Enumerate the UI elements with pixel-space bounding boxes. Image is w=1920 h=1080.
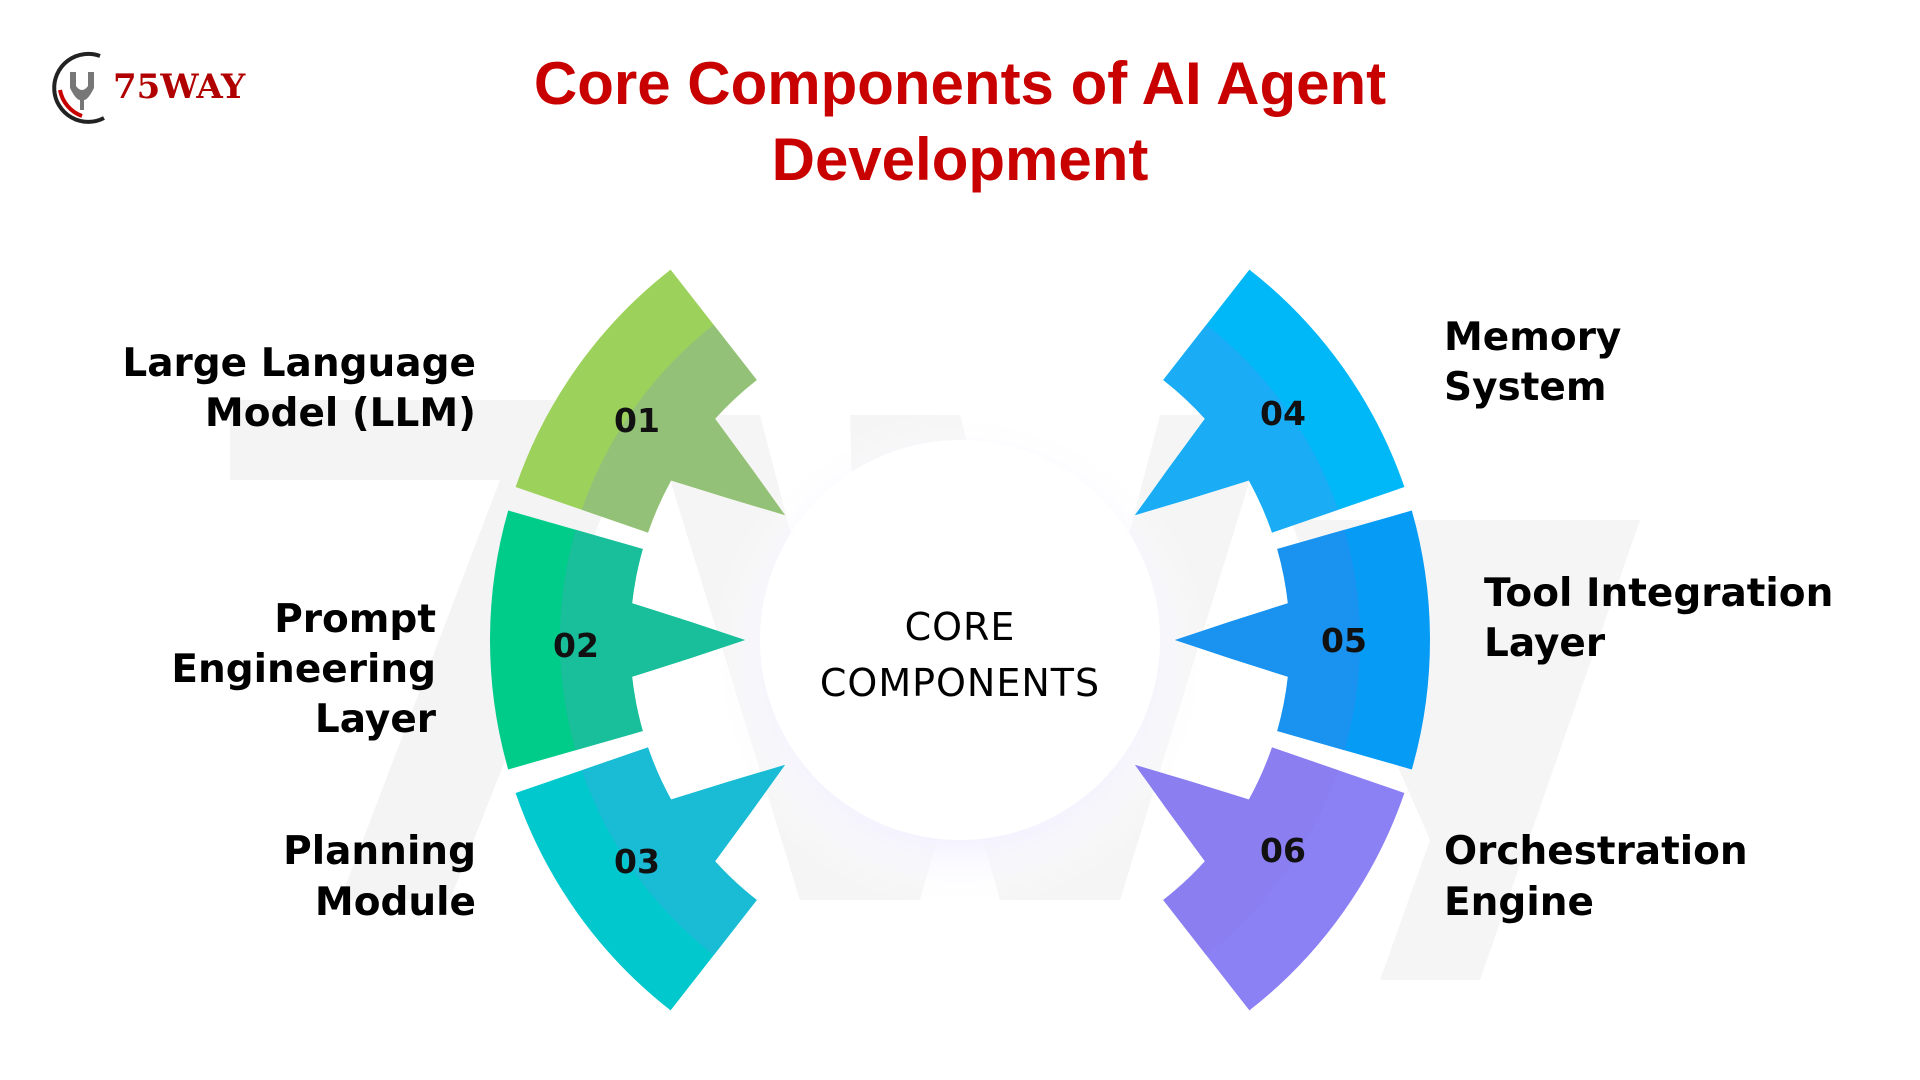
center-title-line1: CORE	[905, 605, 1016, 649]
component-label-03: Planning Module	[283, 829, 476, 925]
label-line: Layer	[1484, 621, 1606, 666]
label-line: Tool Integration	[1484, 571, 1833, 616]
label-line: Memory	[1444, 315, 1621, 360]
label-line: Orchestration	[1444, 829, 1748, 874]
component-number-02: 02	[553, 626, 599, 665]
label-line: System	[1444, 365, 1606, 410]
component-segment-02	[490, 510, 745, 770]
component-number-01: 01	[614, 401, 660, 440]
label-line: Module	[315, 880, 476, 925]
label-line: Engineering	[171, 647, 436, 692]
component-number-05: 05	[1321, 621, 1367, 660]
label-line: Layer	[315, 697, 437, 742]
page-title-line2: Development	[772, 126, 1149, 193]
component-label-01: Large Language Model (LLM)	[122, 341, 476, 436]
component-segment-05	[1175, 510, 1430, 770]
component-segment-04	[1135, 269, 1405, 533]
segment-inner-band	[581, 324, 785, 533]
segments	[490, 269, 1430, 1011]
component-label-06: Orchestration Engine	[1444, 829, 1748, 925]
component-segment-03	[515, 747, 785, 1011]
component-number-03: 03	[614, 842, 660, 881]
label-line: Engine	[1444, 880, 1594, 925]
segment-inner-band	[1175, 529, 1361, 751]
page-title-line1: Core Components of AI Agent	[534, 50, 1386, 117]
component-label-04: Memory System	[1444, 315, 1621, 410]
logo: 75WAY	[52, 51, 246, 124]
logo-mark-icon	[70, 72, 94, 110]
component-label-05: Tool Integration Layer	[1484, 571, 1833, 666]
segment-inner-band	[1135, 324, 1339, 533]
label-line: Prompt	[274, 597, 436, 642]
label-line: Model (LLM)	[205, 391, 476, 436]
segment-inner-band	[1135, 747, 1339, 956]
segment-inner-band	[559, 529, 745, 751]
center-title-line2: COMPONENTS	[820, 661, 1100, 705]
logo-ring-icon	[52, 51, 105, 124]
component-number-04: 04	[1260, 394, 1306, 433]
component-label-02: Prompt Engineering Layer	[171, 597, 436, 742]
center-circle	[760, 440, 1160, 840]
logo-text: 75WAY	[113, 67, 246, 107]
label-line: Large Language	[122, 341, 476, 386]
segment-inner-band	[581, 747, 785, 956]
label-line: Planning	[283, 829, 476, 874]
component-segment-01	[515, 269, 785, 533]
component-number-06: 06	[1260, 831, 1306, 870]
component-segment-06	[1135, 747, 1405, 1011]
